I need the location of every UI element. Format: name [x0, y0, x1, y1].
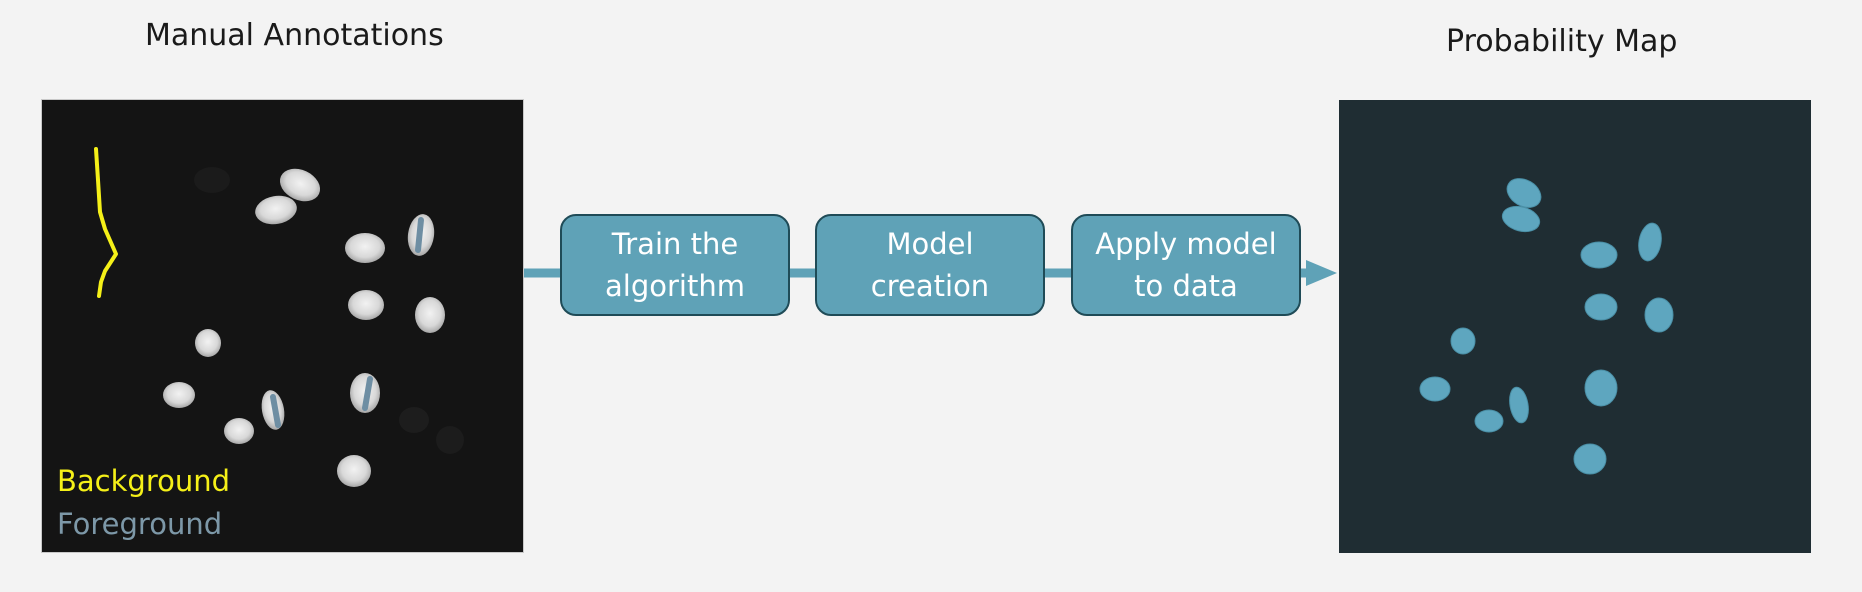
nucleus [337, 455, 371, 487]
nucleus [279, 168, 321, 202]
nucleus [415, 297, 445, 333]
step-train-algorithm: Train the algorithm [560, 214, 790, 316]
predicted-nucleus [1580, 241, 1618, 269]
step-apply-model: Apply model to data [1071, 214, 1301, 316]
nucleus [195, 329, 221, 357]
nucleus [255, 195, 297, 225]
probability-map-image [1339, 100, 1811, 553]
probability-map-title: Probability Map [1446, 24, 1678, 59]
foreground-stroke [270, 394, 281, 428]
step-model-line1: Model [886, 227, 974, 261]
step-train-line2: algorithm [605, 269, 745, 303]
foreground-stroke [362, 376, 373, 411]
predicted-nucleus [1573, 443, 1607, 475]
predicted-nucleus [1584, 293, 1618, 321]
nucleus [348, 290, 384, 320]
background-stroke [94, 147, 118, 298]
legend-foreground-label: Foreground [57, 507, 223, 541]
predicted-nucleus [1506, 178, 1542, 208]
predicted-nucleus [1584, 369, 1618, 407]
predicted-nucleus [1501, 205, 1541, 233]
legend-background-label: Background [57, 464, 231, 498]
step-model-line2: creation [870, 269, 990, 303]
nucleus [224, 418, 254, 444]
predicted-nucleus [1509, 386, 1529, 424]
connector-arrowhead [1306, 260, 1337, 286]
predicted-nucleus [1644, 297, 1674, 333]
annotated-microscopy-image: Background Foreground [41, 99, 524, 553]
step-apply-line2: to data [1134, 269, 1238, 303]
step-train-line1: Train the [611, 227, 739, 261]
nucleus [345, 233, 385, 263]
step-model-creation: Model creation [815, 214, 1045, 316]
predicted-nucleus [1419, 376, 1451, 402]
step-apply-line1: Apply model [1095, 227, 1277, 261]
predicted-nucleus [1450, 327, 1476, 355]
predicted-nucleus [1474, 409, 1504, 433]
nucleus [163, 382, 195, 408]
foreground-stroke [415, 217, 424, 253]
manual-annotations-title: Manual Annotations [145, 18, 444, 53]
predicted-nucleus [1638, 222, 1662, 262]
